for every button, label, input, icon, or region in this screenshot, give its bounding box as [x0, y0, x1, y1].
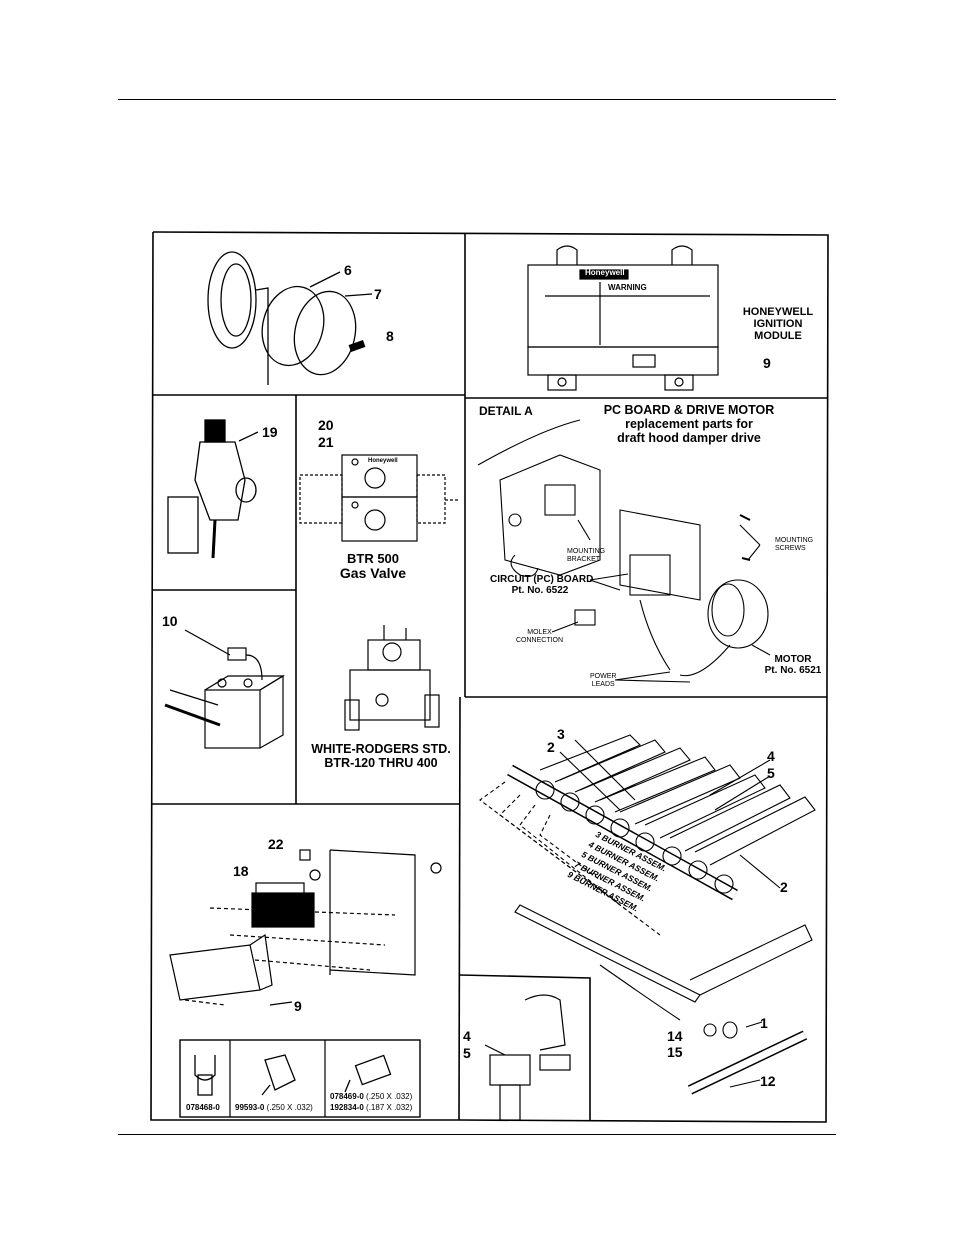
- callout-9-transformer: 9: [294, 998, 302, 1014]
- btr500-brand: Honeywell: [368, 458, 398, 464]
- terminal-1-part: 078468-0: [186, 1103, 220, 1112]
- callout-19: 19: [262, 424, 278, 440]
- white-rodgers-caption: WHITE-RODGERS STD. BTR-120 THRU 400: [306, 742, 456, 771]
- callout-1: 1: [760, 1015, 768, 1031]
- bottom-rule: [118, 1134, 836, 1135]
- callout-5-pilot: 5: [463, 1045, 471, 1061]
- power-leads-label: POWER LEADS: [590, 673, 616, 689]
- mounting-screws-label: MOUNTING SCREWS: [775, 537, 813, 553]
- detail-a-title-line1: PC BOARD & DRIVE MOTOR: [603, 403, 775, 417]
- mounting-screws-line1: MOUNTING: [775, 537, 814, 544]
- callout-18: 18: [233, 863, 249, 879]
- detail-a-title-line2: replacement parts for: [625, 416, 753, 431]
- callout-22: 22: [268, 836, 284, 852]
- callout-3: 3: [557, 726, 565, 742]
- mounting-bracket-line2: BRACKET: [567, 556, 601, 564]
- terminal-3a-size: (.250 X .032): [366, 1092, 413, 1101]
- mounting-bracket-label: MOUNTING BRACKET: [567, 548, 605, 564]
- callout-4-burner: 4: [767, 748, 775, 764]
- ignition-title-line3: MODULE: [754, 330, 802, 343]
- callout-4-pilot: 4: [463, 1028, 471, 1044]
- callout-15: 15: [667, 1044, 683, 1060]
- terminal-3b-size: (.187 X .032): [366, 1103, 413, 1112]
- molex-line1: MOLEX: [527, 629, 552, 636]
- btr500-caption-line2: Gas Valve: [339, 565, 407, 582]
- circuit-board-label: CIRCUIT (PC) BOARD Pt. No. 6522: [490, 574, 594, 596]
- callout-14: 14: [667, 1028, 683, 1044]
- callout-10: 10: [162, 613, 178, 629]
- terminal-3b-label: 192834-0 (.187 X .032): [330, 1103, 413, 1113]
- mounting-bracket-line1: MOUNTING: [567, 548, 606, 555]
- motor-line2: Pt. No. 6521: [764, 665, 822, 676]
- mounting-screws-line2: SCREWS: [775, 545, 806, 553]
- ignition-title-line1: HONEYWELL: [742, 306, 814, 318]
- callout-7: 7: [374, 286, 382, 302]
- terminal-3a-part: 078469-0: [330, 1092, 364, 1101]
- ignition-module-title: HONEYWELL IGNITION MODULE: [738, 306, 818, 342]
- callout-20: 20: [318, 417, 334, 433]
- callout-2-right: 2: [780, 879, 788, 895]
- callout-5-burner: 5: [767, 765, 775, 781]
- ignition-title-line2: IGNITION: [753, 318, 803, 331]
- terminal-2-label: 99593-0 (.250 X .032): [235, 1103, 313, 1113]
- callout-21: 21: [318, 434, 334, 450]
- power-leads-line2: LEADS: [591, 681, 615, 689]
- motor-label: MOTOR Pt. No. 6521: [760, 654, 826, 676]
- terminal-3a-label: 078469-0 (.250 X .032): [330, 1092, 413, 1102]
- molex-line2: CONNECTION: [516, 637, 564, 645]
- white-rodgers-caption-line2: BTR-120 THRU 400: [324, 755, 438, 770]
- terminal-2-part: 99593-0: [235, 1103, 265, 1112]
- motor-line1: MOTOR: [774, 654, 812, 665]
- top-rule: [118, 99, 836, 100]
- callout-2-top: 2: [547, 739, 555, 755]
- molex-label: MOLEX CONNECTION: [516, 629, 563, 645]
- circuit-board-line1: CIRCUIT (PC) BOARD: [490, 574, 594, 585]
- detail-a-title-line3: draft hood damper drive: [617, 430, 761, 445]
- detail-a-title: PC BOARD & DRIVE MOTOR replacement parts…: [600, 403, 778, 445]
- callout-6: 6: [344, 262, 352, 278]
- circuit-board-line2: Pt. No. 6522: [511, 585, 569, 596]
- power-leads-line1: POWER: [590, 673, 617, 680]
- detail-a-heading: DETAIL A: [479, 404, 533, 418]
- white-rodgers-caption-line1: WHITE-RODGERS STD.: [311, 742, 451, 756]
- callout-12: 12: [760, 1073, 776, 1089]
- callout-8: 8: [386, 328, 394, 344]
- terminal-3b-part: 192834-0: [330, 1103, 364, 1112]
- btr500-caption: BTR 500 Gas Valve: [318, 551, 428, 582]
- ignition-brand: Honeywell: [585, 268, 625, 277]
- btr500-caption-line1: BTR 500: [346, 551, 400, 566]
- ignition-warning: WARNING: [608, 283, 647, 292]
- callout-9-module: 9: [763, 355, 771, 371]
- terminal-2-size: (.250 X .032): [266, 1103, 313, 1112]
